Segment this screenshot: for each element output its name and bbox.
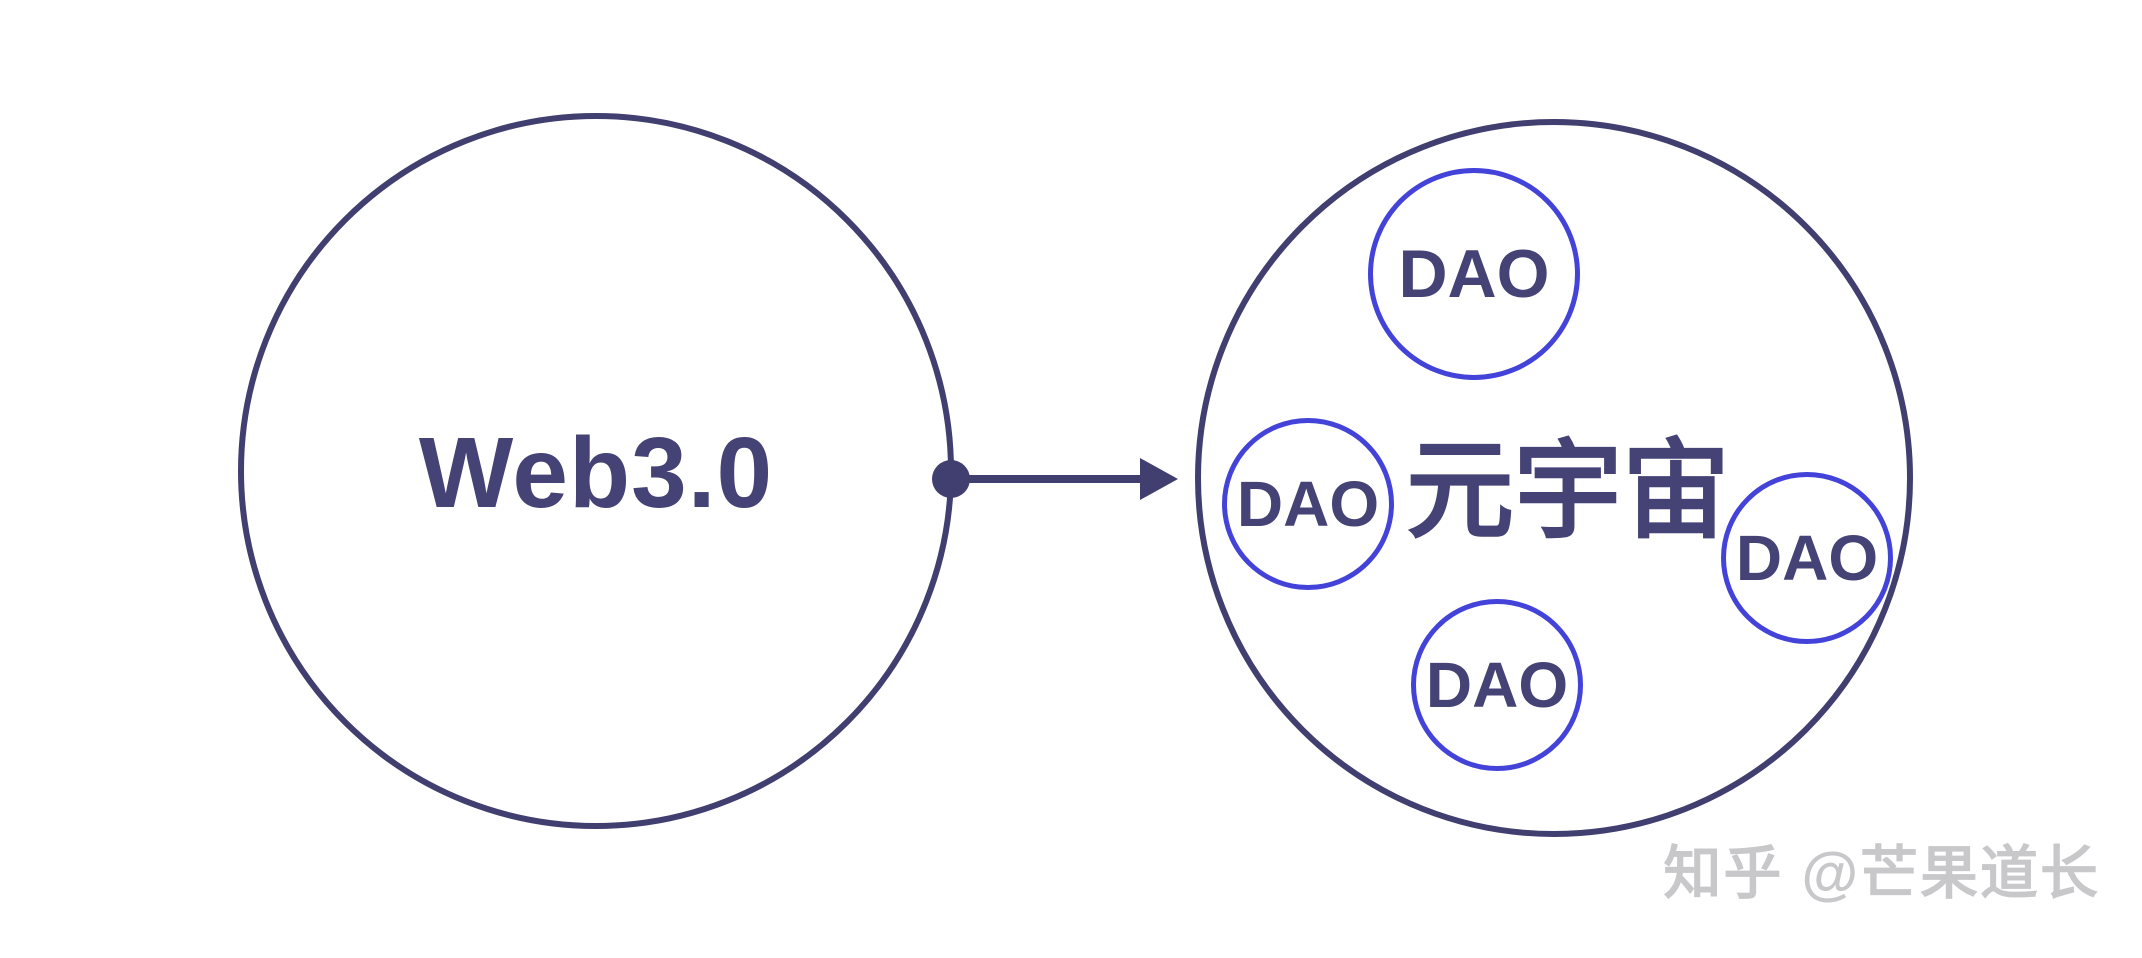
dao-circle-top: DAO [1368, 168, 1580, 380]
dao-circle-right: DAO [1721, 472, 1893, 644]
arrow-connector-icon [932, 458, 1178, 500]
dao-label: DAO [1398, 236, 1550, 312]
dao-label: DAO [1735, 522, 1879, 594]
web3-label: Web3.0 [418, 416, 774, 529]
arrowhead-icon [1140, 458, 1178, 500]
dao-label: DAO [1425, 649, 1569, 721]
metaverse-label: 元宇宙 [1406, 430, 1731, 551]
web3-circle: Web3.0 [238, 113, 954, 829]
dao-circle-left: DAO [1222, 418, 1394, 590]
watermark: 知乎 @芒果道长 [1663, 841, 2100, 906]
dao-circle-bottom: DAO [1411, 599, 1583, 771]
dao-label: DAO [1236, 468, 1380, 540]
metaverse-circle: 元宇宙 DAO DAO DAO DAO [1195, 119, 1913, 837]
